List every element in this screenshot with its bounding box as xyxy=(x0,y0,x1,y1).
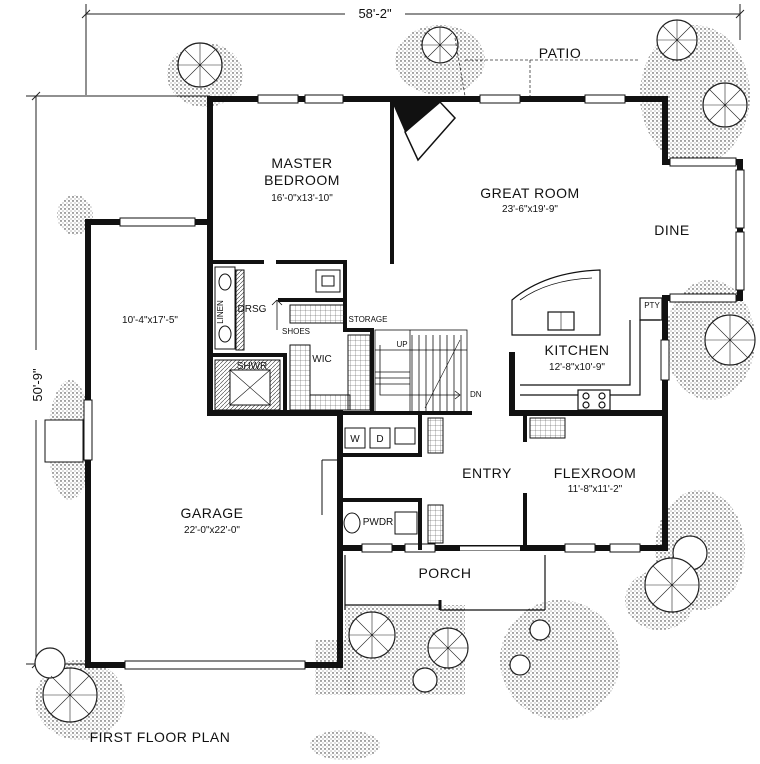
patio xyxy=(454,37,640,97)
overall-depth-label: 50'-9" xyxy=(30,368,45,402)
width-dimension xyxy=(81,4,745,95)
room-labels: PATIO MASTER BEDROOM 16'-0"x13'-10" GREA… xyxy=(122,45,689,581)
shwr-label: SHWR xyxy=(237,361,268,372)
kitchen-label: KITCHEN xyxy=(545,342,610,358)
doors xyxy=(321,459,520,551)
shoes-label: SHOES xyxy=(282,327,310,336)
kitchen-cabinets xyxy=(511,269,663,411)
patio-label: PATIO xyxy=(539,45,581,61)
closets xyxy=(271,299,371,411)
fireplace xyxy=(392,100,457,162)
kitchen-dim: 12'-8"x10'-9" xyxy=(549,362,605,373)
laundry xyxy=(344,417,566,544)
storage-label: STORAGE xyxy=(349,315,388,324)
landscaping xyxy=(34,19,756,760)
bath-fixtures xyxy=(214,266,341,411)
side-stoop xyxy=(44,419,84,463)
overall-width-label: 58'-2" xyxy=(358,6,392,21)
tree-branches xyxy=(43,20,755,722)
garage-label: GARAGE xyxy=(181,505,244,521)
washer-label: W xyxy=(350,434,360,445)
great-room-label: GREAT ROOM xyxy=(480,185,579,201)
pantry-label: PTY xyxy=(644,301,660,310)
entry-label: ENTRY xyxy=(462,465,512,481)
master-bedroom-dim: 16'-0"x13'-10" xyxy=(271,193,333,204)
linen-label: LINEN xyxy=(216,300,225,324)
stair-up-label: UP xyxy=(396,340,407,349)
garage-dim: 22'-0"x22'-0" xyxy=(184,525,240,536)
great-room-dim: 23'-6"x19'-9" xyxy=(502,204,558,215)
porch xyxy=(344,555,546,611)
dine-label: DINE xyxy=(654,222,689,238)
porch-label: PORCH xyxy=(418,565,471,581)
garage-upper-dim: 10'-4"x17'-5" xyxy=(122,315,178,326)
drsg-label: DRSG xyxy=(238,304,267,315)
powder-fixtures xyxy=(343,511,418,535)
dryer-label: D xyxy=(376,434,383,445)
master-bedroom-label-2: BEDROOM xyxy=(264,172,340,188)
depth-dimension xyxy=(26,91,210,669)
plan-title: FIRST FLOOR PLAN xyxy=(90,729,231,745)
stairs xyxy=(374,329,468,414)
flexroom-label: FLEXROOM xyxy=(554,465,637,481)
master-bedroom-label-1: MASTER xyxy=(271,155,332,171)
wic-label: WIC xyxy=(312,354,331,365)
stair-down-label: DN xyxy=(470,390,482,399)
pwdr-label: PWDR xyxy=(363,517,394,528)
flexroom-dim: 11'-8"x11'-2" xyxy=(568,484,623,495)
